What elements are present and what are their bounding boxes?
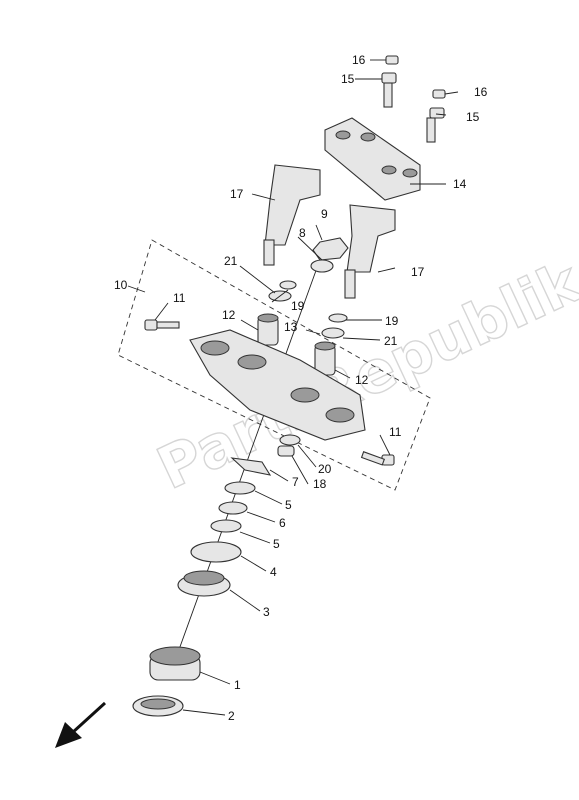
callout-1: 1 (234, 678, 241, 692)
callout-14: 14 (453, 177, 467, 191)
washer-part-5-upper (224, 481, 256, 495)
callout-labels: 16 15 16 15 14 17 9 8 21 17 10 19 11 12 … (114, 53, 488, 723)
collar-part-12-left (257, 313, 279, 346)
bushing-part-18 (277, 445, 295, 457)
callout-12: 12 (355, 373, 369, 387)
callout-9: 9 (321, 207, 328, 221)
callout-5: 5 (273, 537, 280, 551)
washer-part-20 (279, 434, 301, 446)
callout-21: 21 (224, 254, 238, 268)
callout-15: 15 (341, 72, 355, 86)
riser-part-17-left (263, 164, 321, 266)
bolt-part-15-left (381, 72, 397, 108)
callout-2: 2 (228, 709, 235, 723)
washer-part-19-right (328, 313, 348, 323)
riser-part-17-right (344, 204, 396, 299)
front-direction-arrow (55, 701, 107, 748)
assembly-outline (117, 239, 431, 491)
upper-holder-part-14 (324, 117, 421, 201)
callout-21: 21 (384, 334, 398, 348)
callout-19: 19 (385, 314, 399, 328)
callout-12: 12 (222, 308, 236, 322)
callout-20: 20 (318, 462, 332, 476)
callout-17: 17 (411, 265, 425, 279)
callout-13: 13 (284, 320, 298, 334)
washer-part-19-left (279, 280, 297, 290)
callout-15: 15 (466, 110, 480, 124)
callout-17: 17 (230, 187, 244, 201)
seal-part-2 (132, 695, 184, 717)
callout-3: 3 (263, 605, 270, 619)
seal-part-4 (190, 541, 242, 563)
nut-part-9 (312, 237, 349, 261)
callout-5: 5 (285, 498, 292, 512)
callout-11: 11 (389, 425, 402, 439)
leader-lines (127, 59, 459, 716)
bolt-part-11-left (144, 319, 180, 331)
assembly-axis (167, 264, 319, 681)
callout-16: 16 (474, 85, 488, 99)
callout-7: 7 (292, 475, 299, 489)
washer-part-6 (218, 501, 248, 515)
washer-part-21-right (321, 327, 345, 339)
cap-part-16-left (385, 55, 399, 65)
callout-19: 19 (291, 299, 305, 313)
lower-bracket (189, 329, 366, 441)
bolt-part-15-right (426, 107, 445, 143)
callout-16: 16 (352, 53, 366, 67)
bearing-part-1 (149, 646, 201, 681)
bolt-part-11-right (360, 451, 395, 466)
bearing-part-3 (177, 570, 231, 597)
washer-part-5-lower (210, 519, 242, 533)
callout-6: 6 (279, 516, 286, 530)
callout-18: 18 (313, 477, 327, 491)
cap-part-16-right (432, 89, 446, 99)
lock-plate-part-7 (230, 457, 272, 476)
callout-10: 10 (114, 278, 128, 292)
callout-11: 11 (173, 291, 186, 305)
callout-8: 8 (299, 226, 306, 240)
washer-part-8 (310, 259, 334, 273)
callout-4: 4 (270, 565, 277, 579)
